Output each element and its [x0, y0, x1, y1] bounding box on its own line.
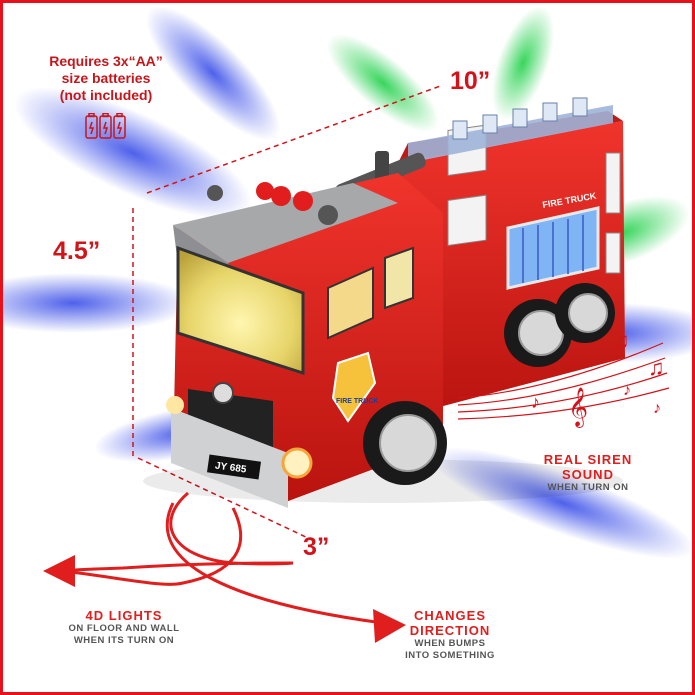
fire-truck-toy: FIRE TRUCK — [143, 97, 625, 508]
svg-text:♫: ♫ — [613, 328, 630, 353]
license-plate: JY 685 — [214, 460, 247, 475]
siren-title-1: REAL SIREN — [543, 452, 633, 467]
direction-sub-2: INTO SOMETHING — [405, 650, 495, 661]
svg-text:♪: ♪ — [623, 382, 631, 399]
height-dimension: 4.5” — [53, 237, 101, 265]
battery-icon — [85, 113, 126, 139]
product-scene: FIRE TRUCK — [3, 5, 692, 643]
siren-title-2: SOUND — [562, 467, 614, 482]
feature-lights: 4D LIGHTS ON FLOOR AND WALL WHEN ITS TUR… — [49, 608, 199, 647]
svg-text:♪: ♪ — [653, 400, 661, 417]
svg-text:𝄞: 𝄞 — [568, 388, 588, 428]
wheels — [363, 283, 615, 485]
width-dimension: 3” — [303, 533, 330, 561]
dimension-lines — [132, 84, 444, 539]
svg-text:♪: ♪ — [531, 392, 540, 412]
lights-title-1: 4D LIGHTS — [85, 608, 163, 623]
direction-sub-1: WHEN BUMPS — [414, 638, 486, 649]
feature-siren: REAL SIREN SOUND WHEN TURN ON — [523, 452, 653, 494]
siren-sub-1: WHEN TURN ON — [547, 482, 629, 493]
lights-sub-1: ON FLOOR AND WALL — [68, 623, 180, 634]
feature-direction: CHANGES DIRECTION WHEN BUMPS INTO SOMETH… — [395, 608, 505, 662]
battery-line-3: (not included) — [59, 87, 153, 103]
battery-notice: Requires 3x“AA” size batteries (not incl… — [21, 53, 191, 104]
direction-title-2: DIRECTION — [409, 623, 491, 638]
battery-line-1: Requires 3x“AA” — [49, 53, 163, 69]
lights-sub-2: WHEN ITS TURN ON — [73, 635, 175, 646]
arrow-icon — [43, 491, 406, 643]
battery-line-2: size batteries — [61, 70, 151, 86]
music-notes-icon: ♫ ♫ 𝄞 ♪ ♪ ♪ — [457, 328, 670, 428]
svg-text:♫: ♫ — [648, 355, 665, 380]
roof-lights — [207, 182, 338, 225]
length-dimension: 10” — [450, 67, 491, 95]
direction-title-1: CHANGES — [413, 608, 486, 623]
cab-badge: FIRE TRUCK — [336, 398, 378, 405]
